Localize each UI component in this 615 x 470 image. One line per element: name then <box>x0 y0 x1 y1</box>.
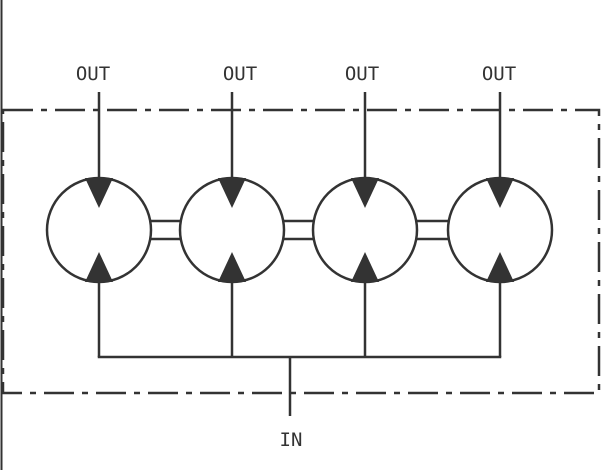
hydraulic-motor-2 <box>178 176 286 284</box>
out-label-3: OUT <box>345 63 379 85</box>
motor-4-upper-arrow <box>486 178 514 208</box>
motor-2-upper-arrow <box>218 178 246 208</box>
shaft-coupling-1 <box>150 219 182 241</box>
hydraulic-motor-4 <box>446 176 554 284</box>
hydraulic-motor-3 <box>311 176 419 284</box>
hydraulic-motor-1 <box>45 176 153 284</box>
motor-3-lower-arrow <box>351 252 379 282</box>
motor-1-upper-arrow <box>85 178 113 208</box>
enclosure-boundary <box>1 108 601 395</box>
out-label-2: OUT <box>223 63 257 85</box>
shaft-coupling-2 <box>283 219 315 241</box>
motor-2-lower-arrow <box>218 252 246 282</box>
shaft-coupling-3 <box>415 219 450 241</box>
in-label: IN <box>280 429 303 451</box>
out-label-1: OUT <box>76 63 110 85</box>
out-label-4: OUT <box>482 63 516 85</box>
motor-4-lower-arrow <box>486 252 514 282</box>
motor-3-upper-arrow <box>351 178 379 208</box>
motor-1-lower-arrow <box>85 252 113 282</box>
